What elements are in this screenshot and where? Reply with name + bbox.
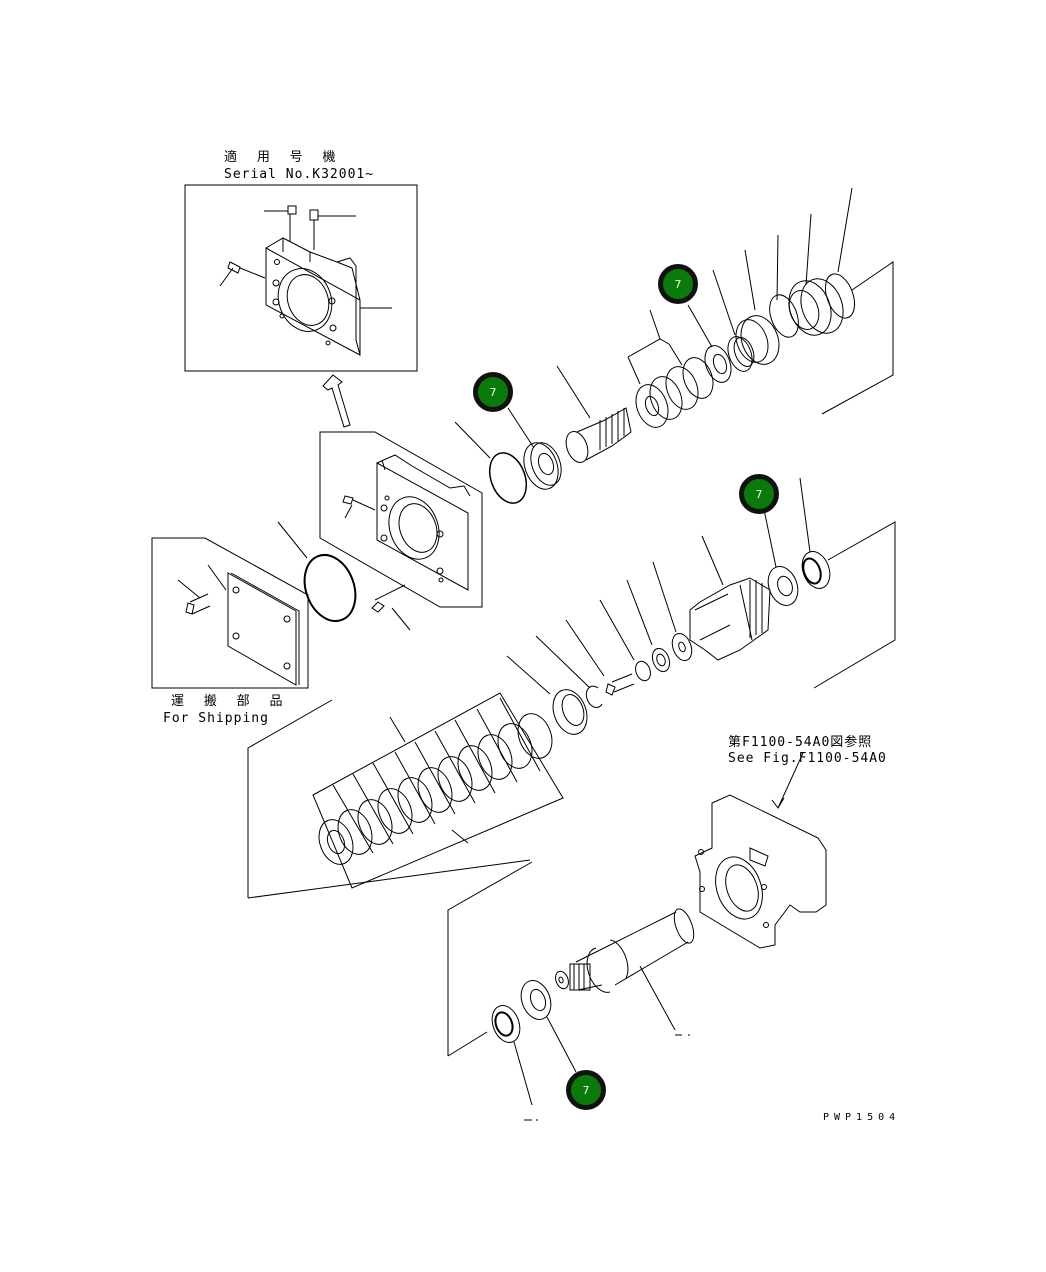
- bottom-shaft-assembly: [447, 861, 695, 1121]
- callout-badge-3[interactable]: 7: [739, 474, 779, 514]
- middle-assembly: [506, 477, 896, 735]
- arrow-to-inset: [322, 374, 351, 428]
- shipping-box: [151, 537, 309, 689]
- inset-serial-jp-label: 適 用 号 機: [224, 150, 342, 165]
- callout-badge-1[interactable]: 7: [658, 264, 698, 304]
- callout-label: 7: [755, 487, 763, 501]
- shipping-jp-label: 運 搬 部 品: [171, 694, 289, 709]
- o-ring-small: [488, 452, 528, 504]
- inset-serial-box: [184, 184, 418, 372]
- housing-box: [319, 431, 483, 631]
- reference-en-label: See Fig.F1100-54A0: [728, 751, 887, 766]
- spring-stack: [247, 692, 564, 899]
- inset-serial-en-label: Serial No.K32001~: [224, 167, 375, 182]
- callout-badge-2[interactable]: 7: [473, 372, 513, 412]
- o-ring-large: [303, 554, 357, 622]
- callout-label: 7: [582, 1083, 590, 1097]
- drawing-id-label: PWP1504: [823, 1112, 901, 1123]
- shipping-en-label: For Shipping: [163, 711, 269, 726]
- callout-label: 7: [674, 277, 682, 291]
- callout-badge-4[interactable]: 7: [566, 1070, 606, 1110]
- reference-housing: [694, 752, 827, 949]
- upper-assembly: [507, 187, 894, 490]
- callout-label: 7: [489, 385, 497, 399]
- reference-jp-label: 第F1100-54A0図参照: [728, 735, 873, 750]
